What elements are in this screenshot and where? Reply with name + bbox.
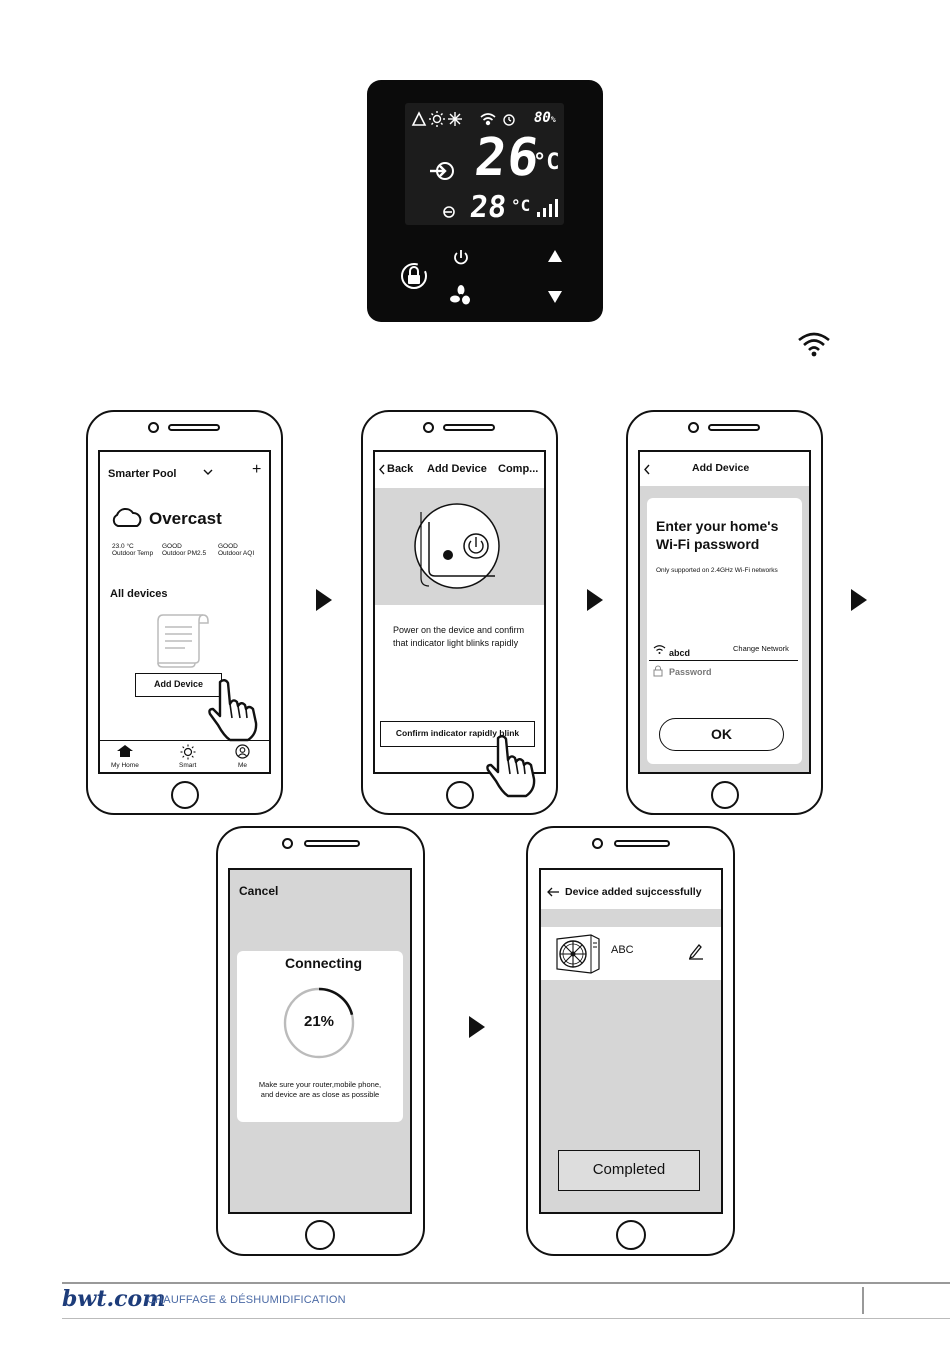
phone-speaker	[304, 840, 360, 847]
inlet-icon	[428, 158, 456, 184]
tab-my-home[interactable]: My Home	[111, 762, 139, 769]
password-field[interactable]: Password	[669, 667, 712, 677]
cool-mode-icon	[413, 113, 425, 125]
indicator-light-illustration	[413, 502, 503, 590]
connecting-title: Connecting	[285, 955, 362, 971]
phone-home-button[interactable]	[711, 781, 739, 809]
phone-camera	[592, 838, 603, 849]
change-network-link[interactable]: Change Network	[733, 644, 789, 653]
network-note: Only supported on 2.4GHz Wi-Fi networks	[656, 567, 778, 574]
instruction-line-1: Power on the device and confirm	[393, 625, 524, 635]
footer-rule-bottom	[62, 1318, 950, 1319]
chevron-down-icon[interactable]	[203, 468, 213, 476]
footer-rule	[62, 1282, 950, 1284]
tab-smart[interactable]: Smart	[179, 762, 196, 769]
step-arrow-4	[469, 1016, 485, 1038]
wifi-small-icon	[653, 644, 666, 655]
back-arrow-icon[interactable]	[547, 887, 560, 897]
progress-label: 21%	[282, 1013, 356, 1030]
hand-pointer-icon	[484, 734, 540, 798]
back-chevron-icon[interactable]	[378, 464, 386, 475]
tabbar-divider	[100, 740, 269, 741]
cancel-link[interactable]: Cancel	[239, 884, 278, 898]
timer-icon	[504, 115, 514, 125]
phone-camera	[423, 422, 434, 433]
screen-title: Add Device	[427, 463, 487, 475]
main-temperature-unit: °C	[533, 150, 560, 175]
smart-sun-icon[interactable]	[180, 744, 196, 760]
sun-icon	[429, 111, 445, 127]
me-profile-icon[interactable]	[235, 744, 250, 759]
add-icon[interactable]: +	[252, 461, 261, 479]
hand-pointer-icon	[206, 678, 262, 742]
instruction-line-2: that indicator light blinks rapidly	[393, 638, 518, 648]
phone-speaker	[168, 424, 220, 431]
step-arrow-2	[587, 589, 603, 611]
lock-icon	[653, 665, 663, 677]
proximity-note: Make sure your router,mobile phone,and d…	[247, 1080, 393, 1100]
power-button[interactable]	[452, 249, 470, 267]
second-temperature-unit: °C	[511, 196, 530, 215]
step-arrow-1	[316, 589, 332, 611]
phone-home-button[interactable]	[616, 1220, 646, 1250]
edit-pencil-icon[interactable]	[688, 942, 704, 960]
empty-document-icon	[155, 613, 210, 669]
back-link[interactable]: Back	[387, 463, 413, 475]
compatible-link[interactable]: Comp...	[498, 463, 538, 475]
screen-title: Add Device	[692, 462, 749, 474]
up-button[interactable]	[546, 248, 564, 264]
wifi-icon	[796, 330, 832, 358]
device-name: ABC	[611, 944, 634, 956]
phone-home-button[interactable]	[446, 781, 474, 809]
fan-button[interactable]	[450, 285, 472, 307]
battery-percent: 80%	[534, 110, 556, 126]
phone-camera	[148, 422, 159, 433]
footer-tagline: CHAUFFAGE & DÉSHUMIDIFICATION	[147, 1294, 346, 1306]
phone-home-button[interactable]	[305, 1220, 335, 1250]
tab-me[interactable]: Me	[238, 762, 247, 769]
all-devices-heading: All devices	[110, 588, 167, 600]
back-chevron-icon[interactable]	[643, 464, 651, 475]
field-divider	[649, 660, 798, 661]
footer-separator	[862, 1287, 864, 1314]
phone-speaker	[708, 424, 760, 431]
weather-label: Overcast	[149, 509, 222, 529]
wifi-status-icon	[481, 114, 495, 124]
phone-home-button[interactable]	[171, 781, 199, 809]
phone-camera	[688, 422, 699, 433]
signal-bars-icon	[536, 198, 560, 218]
network-name: abcd	[669, 648, 690, 658]
cloud-icon	[110, 506, 144, 528]
second-temperature: 28	[468, 190, 508, 225]
outlet-icon	[441, 205, 457, 219]
mode-icons	[410, 108, 530, 130]
phone-speaker	[443, 424, 495, 431]
heat-pump-icon	[553, 933, 601, 975]
phone-camera	[282, 838, 293, 849]
snowflake-icon	[448, 112, 462, 126]
step-arrow-3	[851, 589, 867, 611]
completed-button[interactable]: Completed	[558, 1150, 700, 1191]
phone-speaker	[614, 840, 670, 847]
home-name[interactable]: Smarter Pool	[108, 468, 176, 480]
down-button[interactable]	[546, 289, 564, 305]
home-icon[interactable]	[116, 744, 134, 758]
success-title: Device added sujccessfully	[565, 886, 702, 898]
ok-button[interactable]: OK	[659, 718, 784, 751]
lock-button[interactable]	[398, 260, 430, 292]
